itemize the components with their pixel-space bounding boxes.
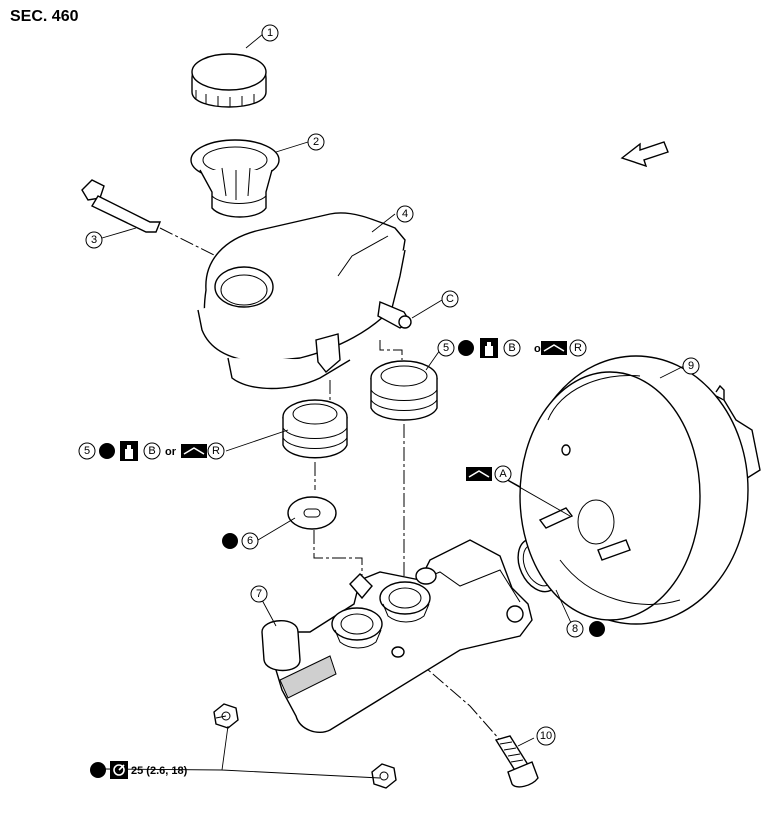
svg-text:5: 5 xyxy=(84,445,90,457)
reservoir-grommet-right xyxy=(370,360,438,421)
svg-text:10: 10 xyxy=(540,730,552,742)
do-not-reuse-x-icon xyxy=(589,621,605,637)
callout-4: 4 xyxy=(396,205,414,223)
svg-text:B: B xyxy=(148,445,155,457)
do-not-reuse-x-icon xyxy=(99,443,115,459)
svg-text:6: 6 xyxy=(247,535,253,547)
brake-booster xyxy=(519,355,761,625)
master-cylinder-body xyxy=(261,539,533,734)
nut-lower xyxy=(371,763,397,789)
mounting-bolt xyxy=(494,735,539,788)
rubber-grease-icon xyxy=(541,341,567,355)
svg-text:R: R xyxy=(574,342,582,354)
torque-value: 25 (2.6, 18) xyxy=(131,765,188,777)
svg-text:4: 4 xyxy=(402,208,408,220)
svg-text:7: 7 xyxy=(256,588,262,600)
callout-5-right: 5 xyxy=(437,339,455,357)
rubber-R-label: R xyxy=(569,339,587,357)
callout-8: 8 xyxy=(566,620,584,638)
rubber-grease-icon xyxy=(181,444,207,458)
torque-wrench-icon xyxy=(110,761,128,779)
leader-lines xyxy=(101,33,685,779)
svg-text:R: R xyxy=(212,445,220,457)
do-not-reuse-x-icon xyxy=(458,340,474,356)
callout-C: C xyxy=(441,290,459,308)
svg-text:5: 5 xyxy=(443,342,449,354)
grease-B-label: B xyxy=(503,339,521,357)
front-direction-arrow-icon xyxy=(620,141,669,168)
rubber-grease-icon xyxy=(466,467,492,481)
torque-note: 25 (2.6, 18) xyxy=(90,761,188,779)
do-not-reuse-x-icon xyxy=(90,762,106,778)
brake-grease-icon xyxy=(480,338,498,358)
reservoir-cap xyxy=(191,53,267,108)
seal-note-left: 5 B or R xyxy=(78,441,225,461)
or-text: or xyxy=(534,343,546,355)
reservoir-grommet-left xyxy=(282,399,348,459)
svg-text:9: 9 xyxy=(688,360,694,372)
svg-text:8: 8 xyxy=(572,623,578,635)
reservoir-strainer xyxy=(190,139,280,218)
grease-B-label: B xyxy=(143,442,161,460)
svg-text:B: B xyxy=(508,342,515,354)
or-text: or xyxy=(165,446,177,458)
callout-3: 3 xyxy=(85,231,103,249)
callout-5-left: 5 xyxy=(78,442,96,460)
svg-text:A: A xyxy=(499,468,507,480)
callout-9: 9 xyxy=(682,357,700,375)
callout-A: A xyxy=(494,465,512,483)
rubber-R-label: R xyxy=(207,442,225,460)
callout-10: 10 xyxy=(536,726,556,746)
cylinder-port-right xyxy=(379,581,431,623)
callout-7: 7 xyxy=(250,585,268,603)
svg-text:C: C xyxy=(446,293,454,305)
brake-grease-icon xyxy=(120,441,138,461)
do-not-reuse-x-icon xyxy=(222,533,238,549)
seal-note-right: 5 B or R xyxy=(437,338,587,358)
reservoir-tank xyxy=(197,212,412,390)
cylinder-port-left xyxy=(331,607,383,649)
assembly-line-right xyxy=(379,340,405,600)
connector-pin xyxy=(81,179,229,263)
svg-text:1: 1 xyxy=(267,27,273,39)
callout-2: 2 xyxy=(307,133,325,151)
callout-6: 6 xyxy=(241,532,259,550)
cylinder-seal-cap xyxy=(287,496,337,530)
svg-text:2: 2 xyxy=(313,136,319,148)
section-title: SEC. 460 xyxy=(10,8,79,25)
svg-text:3: 3 xyxy=(91,234,97,246)
callout-1: 1 xyxy=(261,24,279,42)
